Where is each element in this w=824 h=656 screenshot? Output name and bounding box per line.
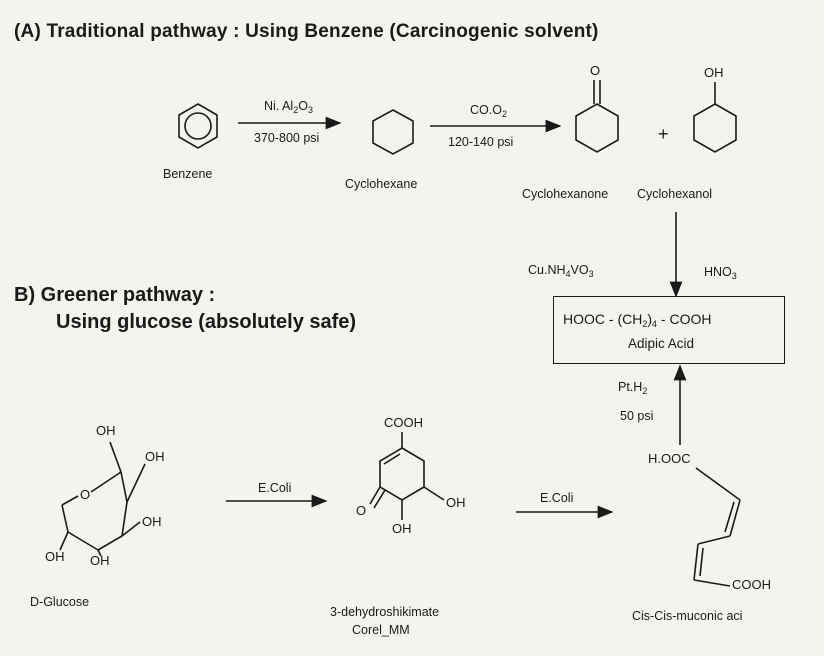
cond-step1-catalyst: Ni. Al2O3	[264, 99, 313, 115]
cyclohexanone-ring	[575, 80, 619, 153]
benzene-ring	[178, 103, 218, 149]
dhs-oh-1: OH	[446, 495, 466, 510]
label-dehydroshikimate: 3-dehydroshikimate	[330, 605, 440, 619]
glucose-oh-5: OH	[90, 553, 110, 568]
cyclohexanol-ring	[693, 82, 737, 153]
cond-oxidation-right: HNO3	[704, 265, 737, 281]
muconic-cooh: COOH	[732, 577, 771, 592]
glucose-ring-oxygen: O	[80, 487, 91, 502]
heading-greener: B) Greener pathway :	[14, 284, 216, 306]
glucose-oh-3: OH	[142, 514, 162, 529]
muconic-acid-chain	[693, 467, 741, 587]
cond-step2-pressure: 120-140 psi	[448, 135, 514, 149]
dehydroshikimate-ring	[369, 432, 445, 520]
label-cyclohexanone: Cyclohexanone	[522, 187, 609, 201]
muconic-hooc: H.OOC	[648, 451, 691, 466]
glucose-ring	[59, 441, 146, 557]
label-muconic-acid: Cis-Cis-muconic aci	[632, 609, 743, 623]
plus-sign: +	[658, 124, 669, 144]
cond-hydrogenation-pressure: 50 psi	[620, 409, 654, 423]
cond-hydrogenation-catalyst: Pt.H2	[618, 380, 648, 396]
label-benzene: Benzene	[163, 167, 213, 181]
cyclohexane-ring	[372, 109, 414, 155]
adipic-acid-box	[553, 296, 785, 364]
label-d-glucose: D-Glucose	[30, 595, 90, 609]
cond-step1-pressure: 370-800 psi	[254, 131, 320, 145]
label-corel: Corel_MM	[352, 623, 410, 637]
dhs-ketone-oxygen: O	[356, 503, 367, 518]
glucose-oh-1: OH	[96, 423, 116, 438]
label-cyclohexane: Cyclohexane	[345, 177, 418, 191]
heading-traditional: (A) Traditional pathway : Using Benzene …	[14, 21, 599, 42]
cond-ecoli-1: E.Coli	[258, 481, 292, 495]
cond-step2-catalyst: CO.O2	[470, 103, 507, 119]
alcohol-oh: OH	[704, 65, 724, 80]
glucose-oh-4: OH	[45, 549, 65, 564]
label-cyclohexanol: Cyclohexanol	[637, 187, 713, 201]
adipic-formula: HOOC - (CH2)4 - COOH	[563, 311, 712, 329]
dhs-cooh: COOH	[384, 415, 423, 430]
dhs-oh-2: OH	[392, 521, 412, 536]
cond-ecoli-2: E.Coli	[540, 491, 574, 505]
ketone-oxygen: O	[590, 63, 601, 78]
glucose-oh-2: OH	[145, 449, 165, 464]
adipic-name: Adipic Acid	[628, 336, 695, 351]
cond-oxidation-left: Cu.NH4VO3	[528, 263, 594, 279]
heading-greener-sub: Using glucose (absolutely safe)	[56, 311, 357, 333]
